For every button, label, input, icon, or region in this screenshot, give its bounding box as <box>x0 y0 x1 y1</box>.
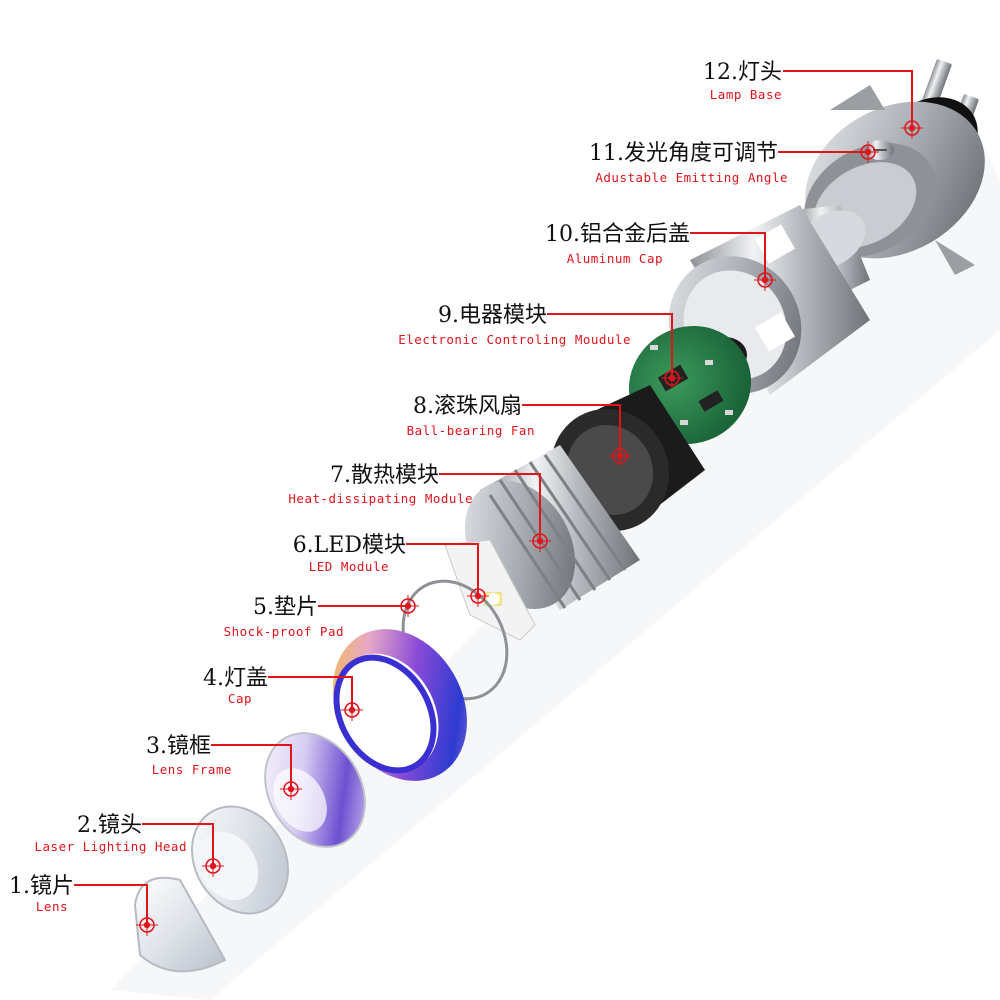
part-9-en-label: Electronic Controling Moudule <box>398 332 631 347</box>
part-12-en-label: Lamp Base <box>709 87 782 102</box>
target-marker-part-2 <box>202 855 224 877</box>
part-10-zh-label: 10.铝合金后盖 <box>545 222 690 247</box>
part-5-zh-label: 5.垫片 <box>253 595 318 620</box>
target-marker-part-6 <box>467 585 489 607</box>
part-3-zh-label: 3.镜框 <box>146 734 211 759</box>
target-marker-part-1 <box>136 914 158 936</box>
part-2-en-label: Laser Lighting Head <box>34 839 187 854</box>
leader-line-part-6 <box>406 543 479 596</box>
part-6-en-label: LED Module <box>308 559 389 574</box>
part-markers <box>136 117 923 936</box>
part-7-en-label: Heat-dissipating Module <box>288 491 473 506</box>
leader-line-part-1 <box>74 884 148 925</box>
leader-line-part-3 <box>211 744 292 789</box>
leader-line-part-10 <box>690 232 766 280</box>
leader-line-part-2 <box>142 823 214 866</box>
target-marker-part-12 <box>901 117 923 139</box>
part-12-zh-label: 12.灯头 <box>703 60 782 85</box>
part-8-en-label: Ball-bearing Fan <box>406 423 535 438</box>
target-marker-part-5 <box>397 595 419 617</box>
part-4-zh-label: 4.灯盖 <box>203 666 268 691</box>
part-5-en-label: Shock-proof Pad <box>223 624 344 639</box>
target-marker-part-8 <box>609 445 631 467</box>
part-7-zh-label: 7.散热模块 <box>330 463 439 488</box>
target-marker-part-7 <box>529 530 551 552</box>
part-1-en-label: Lens <box>35 899 68 914</box>
target-marker-part-11 <box>857 141 879 163</box>
leader-line-part-9 <box>547 313 673 378</box>
part-2-zh-label: 2.镜头 <box>77 813 142 838</box>
part-9-zh-label: 9.电器模块 <box>438 303 547 328</box>
led-module-part <box>444 539 536 641</box>
leader-line-part-12 <box>783 70 913 128</box>
part-4-en-label: Cap <box>227 691 252 706</box>
leader-line-part-8 <box>522 404 621 456</box>
part-8-zh-label: 8.滚珠风扇 <box>413 394 522 419</box>
target-marker-part-9 <box>661 367 683 389</box>
target-marker-part-4 <box>341 699 363 721</box>
part-6-zh-label: 6.LED模块 <box>292 533 406 558</box>
part-3-en-label: Lens Frame <box>151 762 232 777</box>
target-marker-part-10 <box>754 269 776 291</box>
part-10-en-label: Aluminum Cap <box>566 251 663 266</box>
part-11-zh-label: 11.发光角度可调节 <box>589 141 778 166</box>
leader-line-part-7 <box>439 473 541 541</box>
target-marker-part-3 <box>280 778 302 800</box>
ball-bearing-fan-part <box>550 385 705 532</box>
part-1-zh-label: 1.镜片 <box>9 874 74 899</box>
lens-part <box>133 876 227 973</box>
part-11-en-label: Adustable Emitting Angle <box>595 170 788 185</box>
cap-part <box>333 629 467 781</box>
